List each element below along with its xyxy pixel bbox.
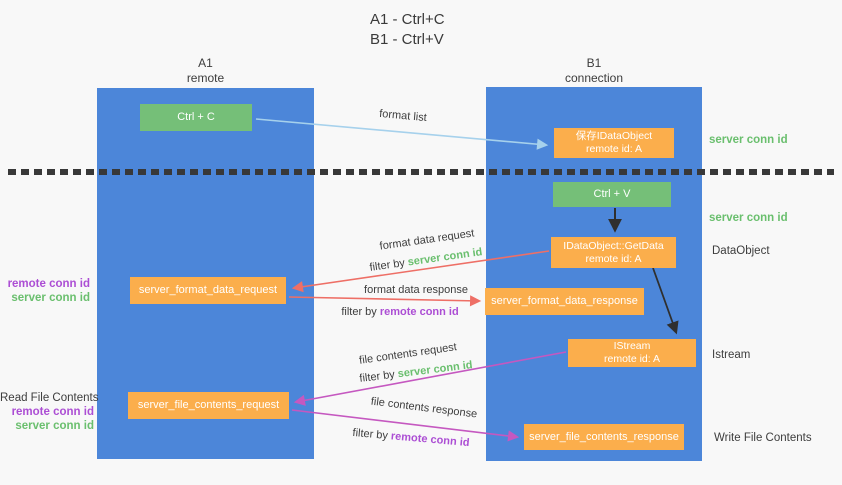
server-conn-id-right-mid: server conn id bbox=[709, 212, 788, 224]
file-request-label: server_file_contents_request bbox=[137, 399, 280, 411]
getdata-line2: remote id: A bbox=[585, 252, 642, 265]
dotted-separator bbox=[8, 169, 834, 175]
save-dataobject-line2: remote id: A bbox=[585, 143, 643, 155]
remote-conn-id-text: remote conn id bbox=[379, 306, 459, 318]
server-conn-id-left-file: server conn id bbox=[15, 420, 94, 432]
save-dataobject-line1: 保存IDataObject bbox=[575, 130, 653, 142]
node-ctrl-v: Ctrl + V bbox=[553, 182, 671, 207]
server-conn-id-text: server conn id bbox=[406, 246, 484, 269]
remote-conn-id-left-format: remote conn id bbox=[7, 278, 90, 290]
dataobject-label: DataObject bbox=[712, 245, 770, 257]
node-file-response: server_file_contents_response bbox=[524, 424, 684, 450]
node-ctrl-c: Ctrl + C bbox=[140, 104, 252, 131]
node-format-response: server_format_data_response bbox=[485, 288, 644, 315]
format-list-label: format list bbox=[378, 107, 428, 125]
file-contents-response-label: file contents response bbox=[370, 395, 478, 421]
ctrl-c-label: Ctrl + C bbox=[177, 111, 215, 123]
file-response-label: server_file_contents_response bbox=[529, 430, 679, 443]
filter-by-text: filter by bbox=[341, 306, 380, 318]
filter-by-text: filter by bbox=[368, 256, 409, 274]
lane-b1-subtitle: connection bbox=[564, 71, 624, 85]
node-save-dataobject: 保存IDataObject remote id: A bbox=[554, 128, 674, 158]
format-response-label: server_format_data_response bbox=[491, 295, 638, 307]
node-getdata: IDataObject::GetData remote id: A bbox=[551, 237, 676, 268]
lane-a1-name: A1 bbox=[198, 56, 213, 70]
lane-a1-subtitle: remote bbox=[186, 71, 225, 85]
remote-conn-id-text: remote conn id bbox=[390, 430, 470, 450]
server-conn-id-text: server conn id bbox=[397, 359, 474, 381]
format-data-response-label: format data response bbox=[364, 284, 468, 296]
left-format-conn-ids: remote conn id server conn id bbox=[0, 277, 90, 305]
title-line-2: B1 - Ctrl+V bbox=[370, 31, 444, 48]
lane-header-a1: A1 remote bbox=[97, 56, 314, 86]
server-conn-id-left-format: server conn id bbox=[11, 292, 90, 304]
read-file-contents-label: Read File Contents bbox=[0, 392, 99, 404]
ctrl-v-label: Ctrl + V bbox=[593, 188, 631, 200]
format-data-response-arrow bbox=[288, 295, 482, 307]
istream-line1: IStream bbox=[613, 340, 651, 352]
node-format-request: server_format_data_request bbox=[130, 277, 286, 304]
lane-header-b1: B1 connection bbox=[486, 56, 702, 86]
filter-by-text: filter by bbox=[352, 426, 392, 443]
getdata-line1: IDataObject::GetData bbox=[563, 239, 664, 252]
remote-conn-id-left-file: remote conn id bbox=[11, 406, 94, 418]
lane-b1-name: B1 bbox=[586, 56, 602, 70]
write-file-contents-label: Write File Contents bbox=[714, 432, 812, 444]
istream-line2: remote id: A bbox=[603, 353, 661, 365]
filter-by-text: filter by bbox=[358, 368, 399, 385]
file-contents-response-filter-label: filter by remote conn id bbox=[352, 427, 470, 449]
node-file-request: server_file_contents_request bbox=[128, 392, 289, 419]
format-data-response-filter-label: filter by remote conn id bbox=[341, 306, 458, 318]
title-line-1: A1 - Ctrl+C bbox=[370, 11, 445, 28]
left-file-conn-ids: Read File Contents remote conn id server… bbox=[0, 391, 99, 433]
node-istream: IStream remote id: A bbox=[568, 339, 696, 367]
istream-side-label: Istream bbox=[712, 349, 751, 361]
diagram-title: A1 - Ctrl+C B1 - Ctrl+V bbox=[370, 10, 445, 50]
format-request-label: server_format_data_request bbox=[138, 284, 278, 296]
server-conn-id-right-top: server conn id bbox=[709, 134, 788, 146]
